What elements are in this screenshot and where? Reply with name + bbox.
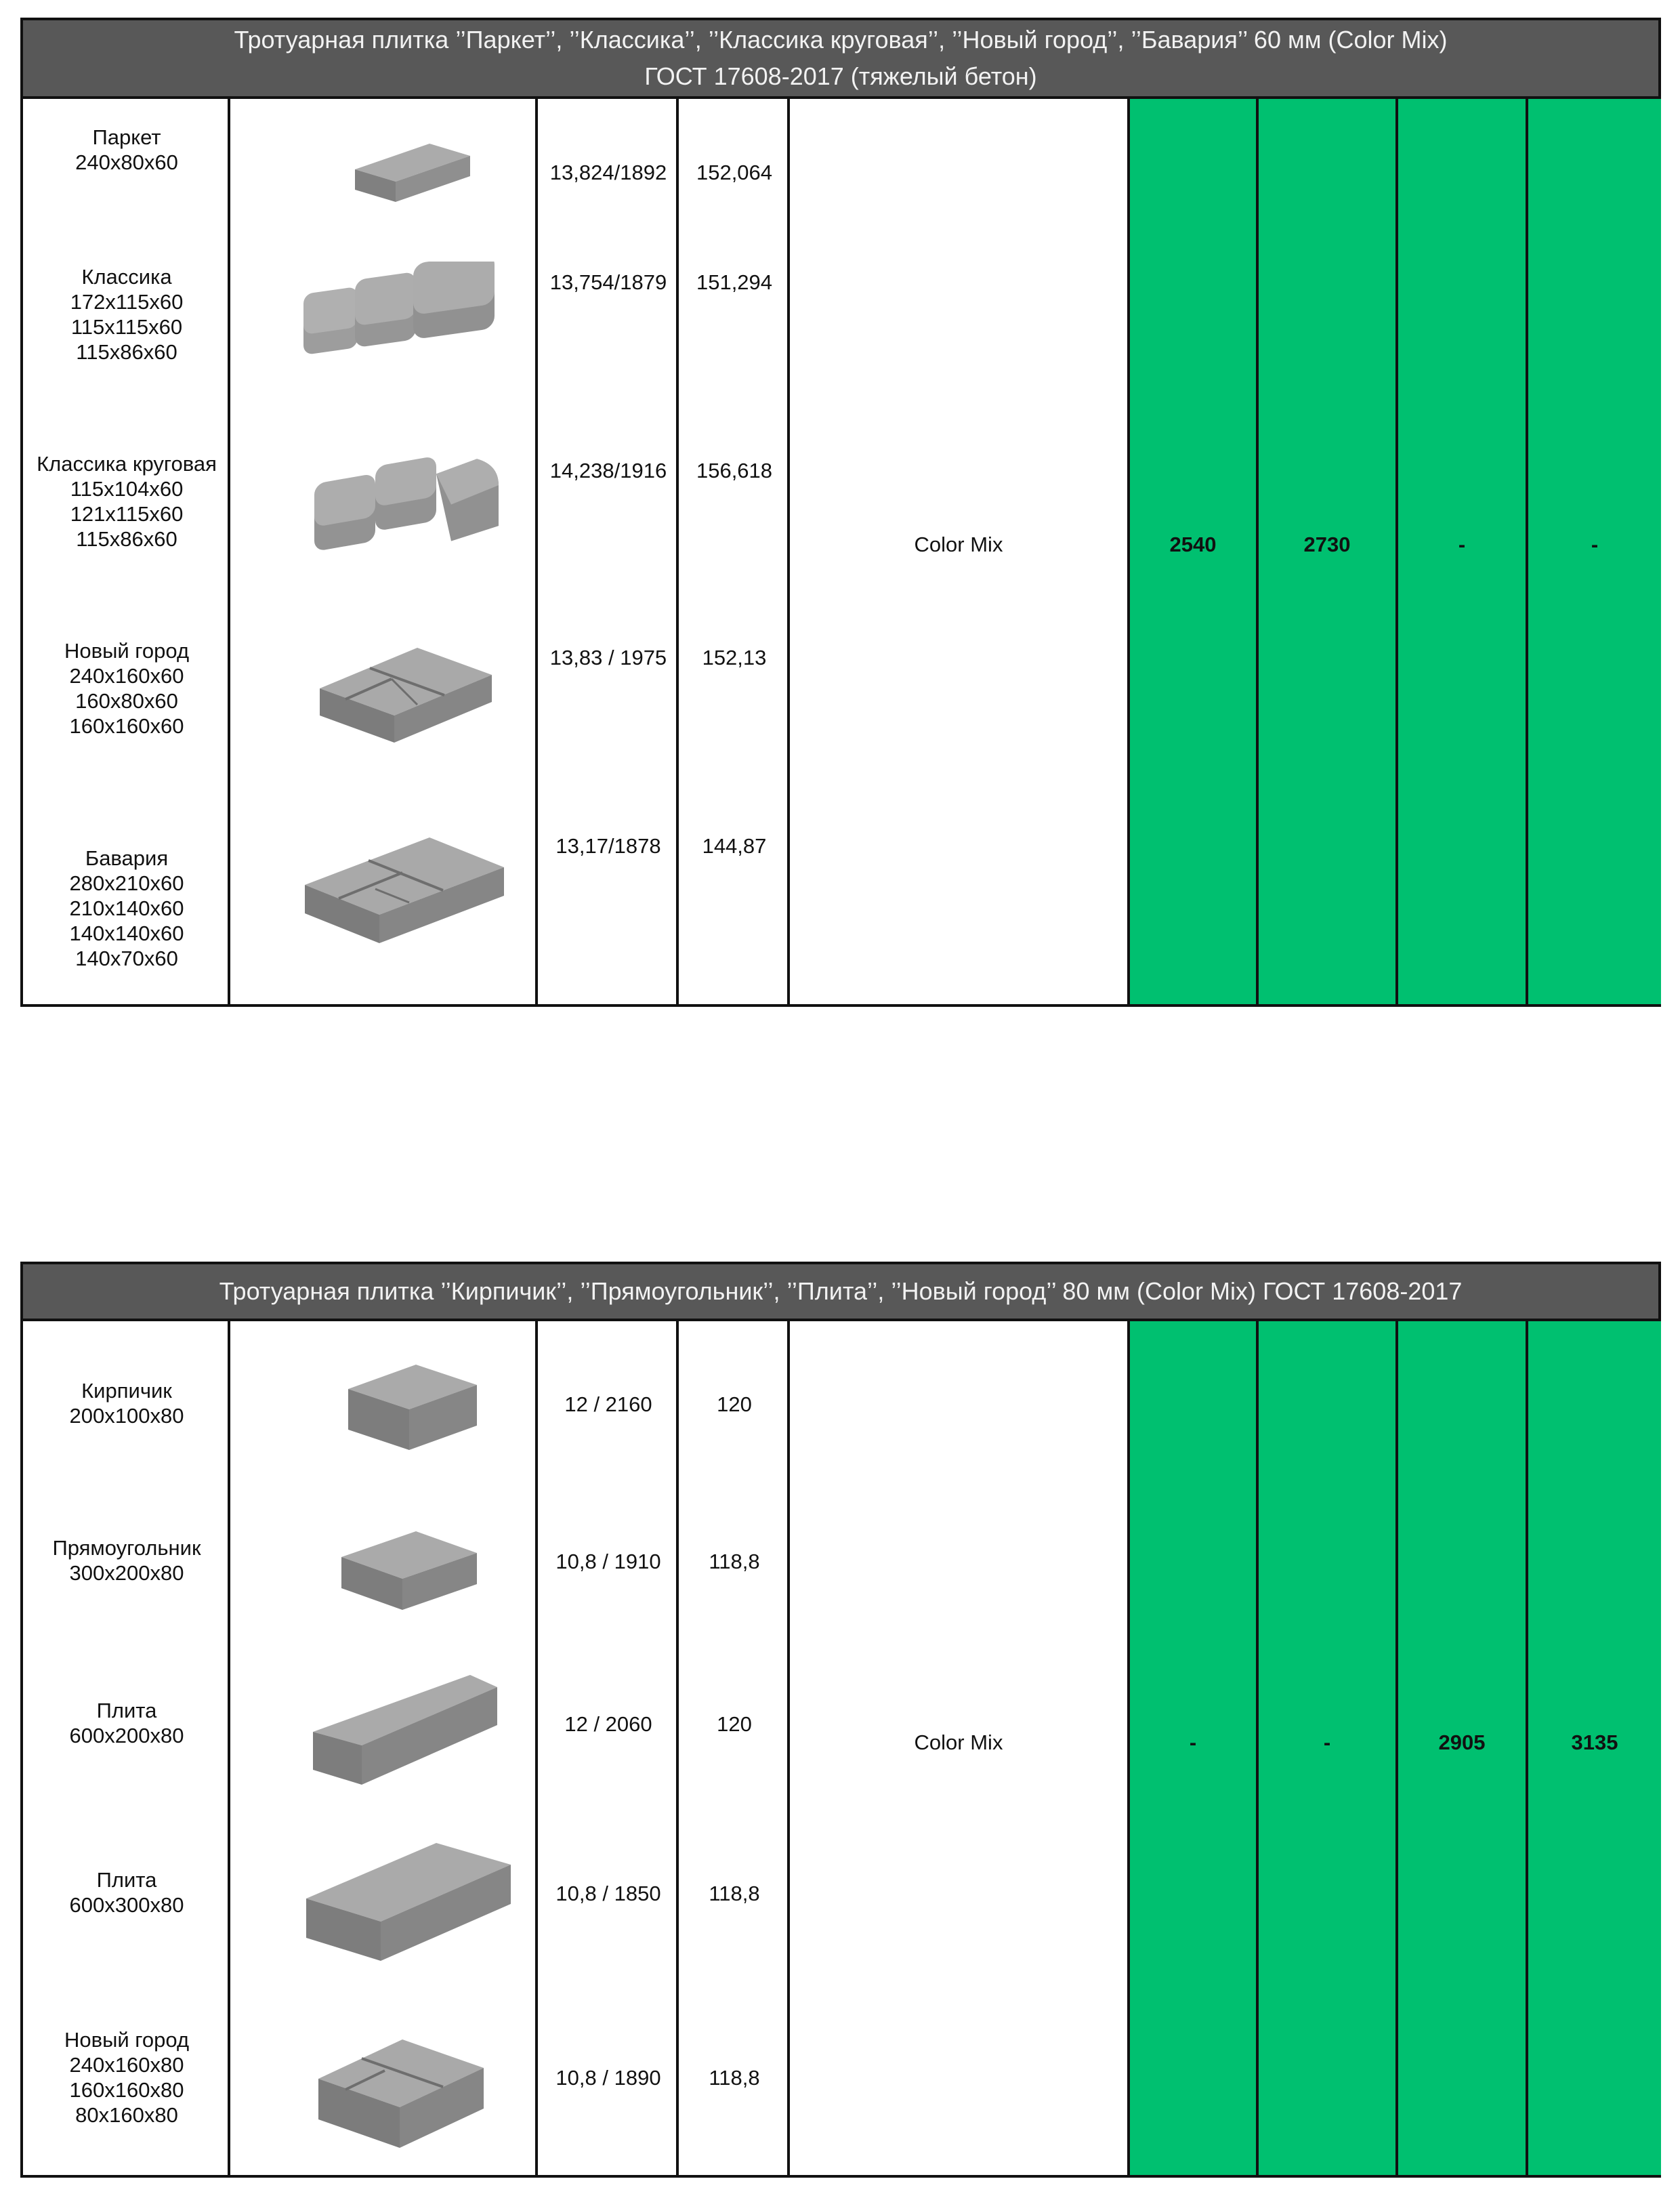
paver-klassika-krugovaya-icon: [314, 457, 499, 550]
m2-value: 118,8: [709, 1882, 760, 1905]
price-value: 2730: [1303, 533, 1351, 556]
color-column: Color Mix: [790, 99, 1130, 1004]
paver-novy-gorod-80-icon: [318, 2039, 484, 2148]
m2-value: 156,618: [696, 459, 773, 482]
pack-value: 10,8 / 1850: [555, 1882, 661, 1905]
price-table-60mm: Тротуарная плитка ’’Паркет’’, ’’Классика…: [20, 18, 1661, 1007]
table-header: Тротуарная плитка ’’Паркет’’, ’’Классика…: [23, 20, 1658, 99]
pack-value: 10,8 / 1890: [555, 2066, 661, 2090]
pack-value: 13,754/1879: [549, 270, 667, 294]
price-column-4: -: [1528, 99, 1661, 1004]
price-column-1: -: [1130, 1321, 1259, 2175]
m2-value: 120: [717, 1712, 752, 1736]
price-column-3: 2905: [1398, 1321, 1528, 2175]
color-column: Color Mix: [790, 1321, 1130, 2175]
m2-value: 152,064: [696, 161, 773, 184]
price-column-1: 2540: [1130, 99, 1259, 1004]
color-value: Color Mix: [914, 533, 1003, 556]
price-column-4: 3135: [1528, 1321, 1661, 2175]
paver-plita-600x200-icon: [313, 1675, 497, 1785]
paver-kirpichik-icon: [348, 1365, 477, 1450]
table-header: Тротуарная плитка ’’Кирпичик’’, ’’Прямоу…: [23, 1264, 1658, 1321]
price-column-3: -: [1398, 99, 1528, 1004]
table-title-line2: ГОСТ 17608-2017 (тяжелый бетон): [644, 62, 1037, 90]
table-title-line1: Тротуарная плитка ’’Паркет’’, ’’Классика…: [234, 26, 1448, 54]
m2-value: 152,13: [702, 646, 767, 669]
price-value: 2540: [1169, 533, 1217, 556]
price-table-80mm: Тротуарная плитка ’’Кирпичик’’, ’’Прямоу…: [20, 1262, 1661, 2178]
paver-klassika-icon: [303, 262, 495, 354]
price-value: -: [1189, 1730, 1197, 1754]
paver-parket-icon: [355, 144, 470, 202]
price-value: -: [1323, 1730, 1331, 1754]
pack-value: 12 / 2060: [564, 1712, 652, 1736]
paver-novy-gorod-icon: [320, 648, 492, 743]
paver-plita-600x300-icon: [306, 1843, 511, 1961]
price-column-2: -: [1259, 1321, 1398, 2175]
table-title: Тротуарная плитка ’’Кирпичик’’, ’’Прямоу…: [219, 1277, 1463, 1305]
m2-value: 118,8: [709, 2066, 760, 2090]
pack-value: 13,17/1878: [555, 834, 661, 858]
m2-value: 120: [717, 1392, 752, 1416]
pack-value: 13,83 / 1975: [549, 646, 667, 669]
price-value: -: [1458, 533, 1466, 556]
pack-value: 14,238/1916: [549, 459, 667, 482]
m2-value: 151,294: [696, 270, 773, 294]
m2-value: 144,87: [702, 834, 767, 858]
pack-value: 10,8 / 1910: [555, 1550, 661, 1573]
price-value: -: [1591, 533, 1599, 556]
paver-bavaria-icon: [305, 837, 504, 943]
price-value: 2905: [1438, 1730, 1486, 1754]
price-value: 3135: [1571, 1730, 1618, 1754]
price-column-2: 2730: [1259, 99, 1398, 1004]
pack-value: 12 / 2160: [564, 1392, 652, 1416]
pack-value: 13,824/1892: [549, 161, 667, 184]
paver-pryamougolnik-icon: [341, 1531, 477, 1610]
color-value: Color Mix: [914, 1730, 1003, 1754]
m2-value: 118,8: [709, 1550, 760, 1573]
